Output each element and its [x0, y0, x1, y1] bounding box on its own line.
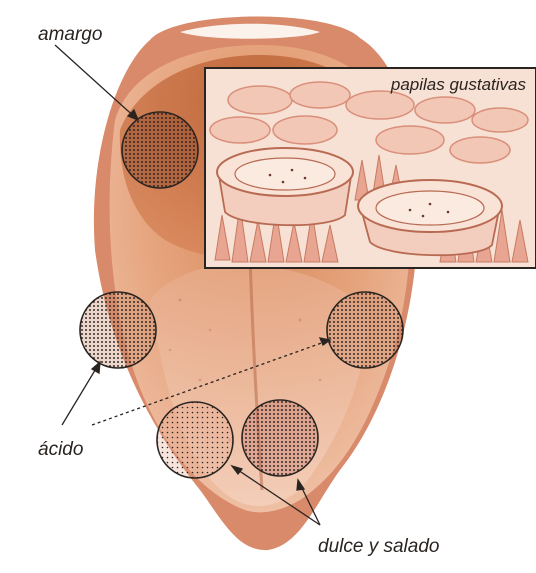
- sour-label: ácido: [38, 439, 83, 460]
- sweet-salty-zone-right: [242, 400, 318, 476]
- papilla-left: [217, 148, 353, 225]
- sour-zone-right: [327, 292, 403, 368]
- sweet-salty-label: dulce y salado: [318, 536, 439, 557]
- sour-zone-left: [80, 292, 156, 368]
- sweet-salty-zone-left: [157, 402, 233, 478]
- bitter-zone: [122, 112, 198, 188]
- papillae-inset: papilas gustativas: [205, 68, 536, 268]
- papillae-label: papilas gustativas: [390, 75, 527, 94]
- bitter-label: amargo: [38, 24, 102, 45]
- papilla-right: [358, 180, 502, 255]
